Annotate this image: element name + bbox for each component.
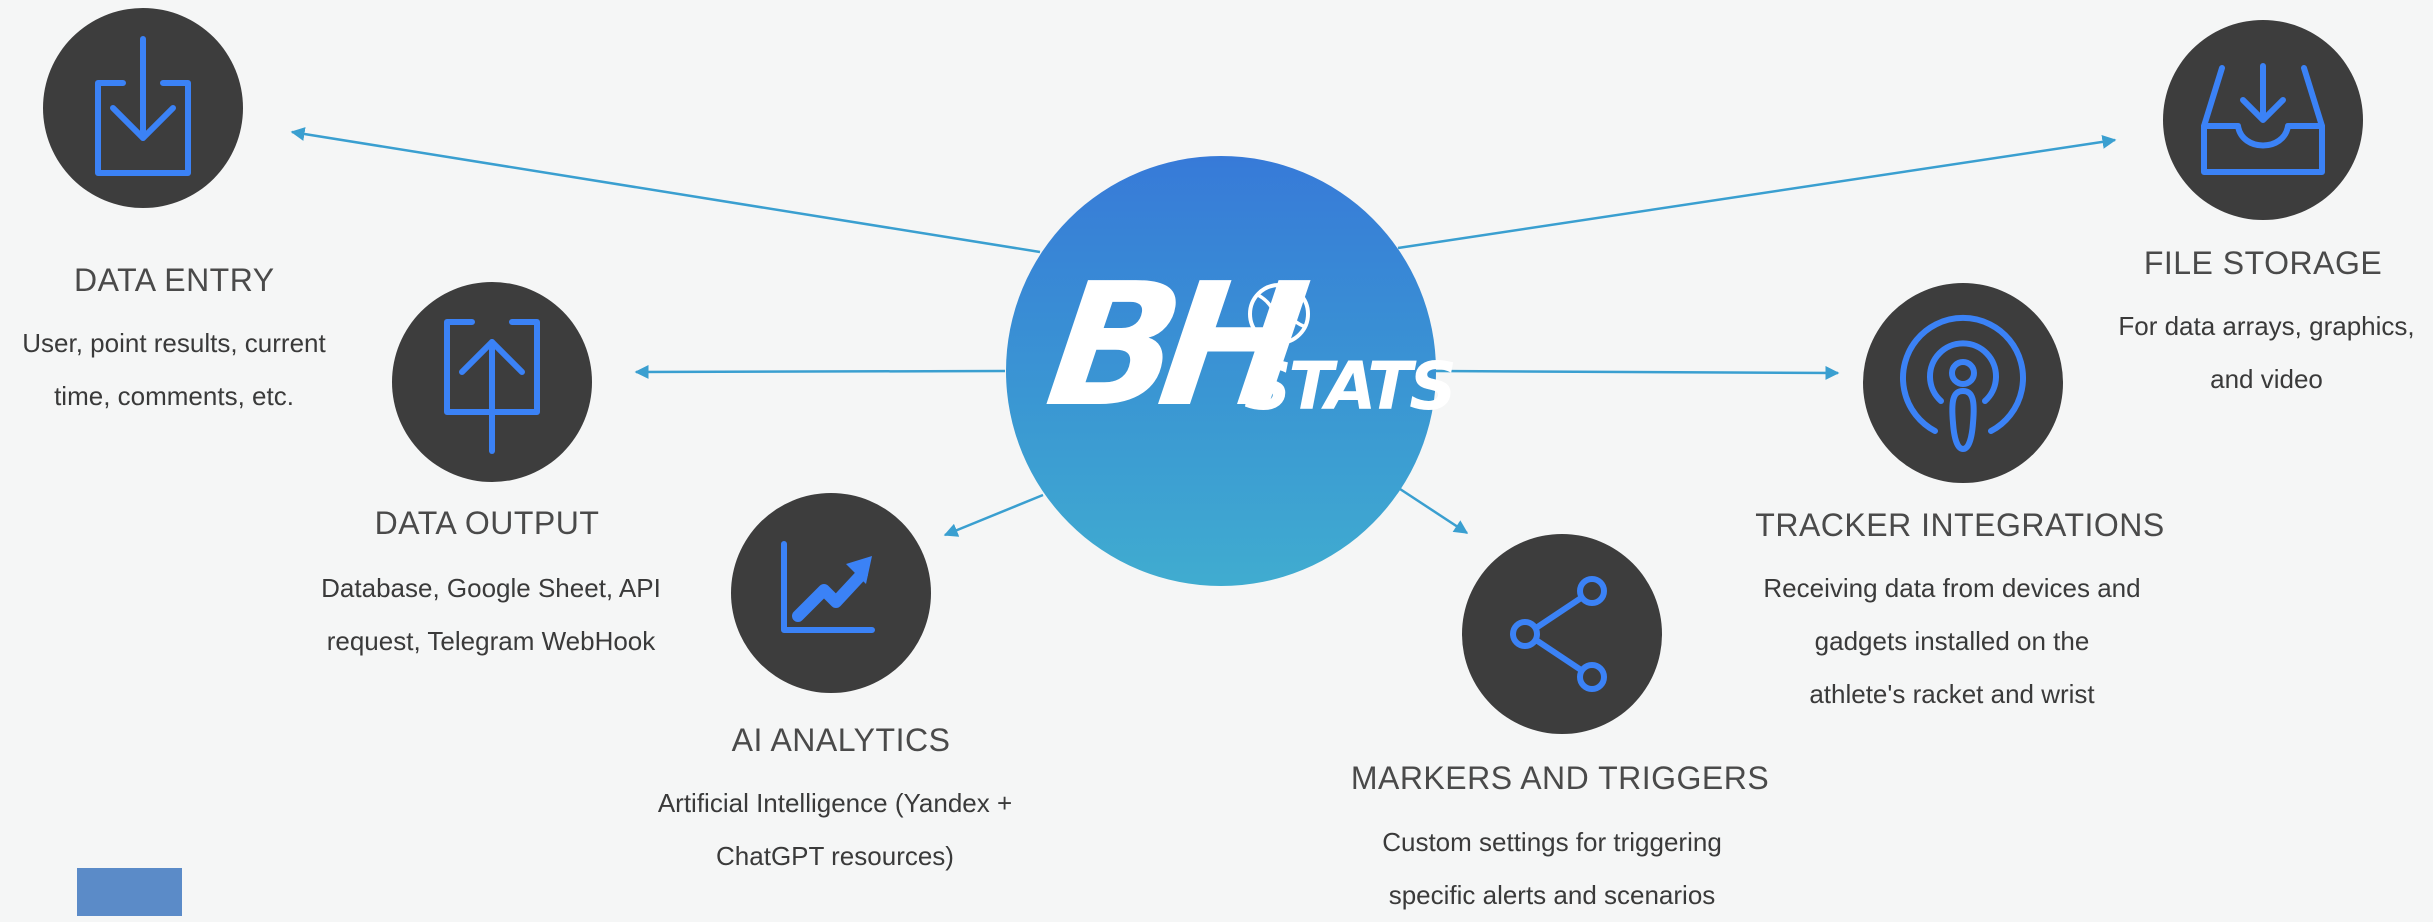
data-output-title: DATA OUTPUT: [374, 505, 600, 541]
data-output-node: [392, 282, 592, 482]
podcast-icon: [1900, 314, 2026, 453]
upload-box-icon: [444, 319, 540, 454]
data-entry-title: DATA ENTRY: [74, 262, 275, 298]
markers-triggers-node: [1462, 534, 1662, 734]
markers-triggers-title: MARKERS AND TRIGGERS: [1350, 760, 1770, 796]
tracker-integrations-title: TRACKER INTEGRATIONS: [1755, 507, 2165, 543]
tennis-ball-icon: [1248, 283, 1310, 345]
bh-stats-hub: BH STATS: [1006, 156, 1457, 586]
markers-triggers-description: Custom settings for triggering specific …: [1382, 827, 1722, 910]
arrow-to-markers: [1399, 487, 1469, 535]
data-output-description: Database, Google Sheet, API request, Tel…: [321, 573, 661, 656]
tracker-integrations-node: [1863, 283, 2063, 483]
file-storage-description: For data arrays, graphics, and video: [2118, 311, 2415, 394]
data-entry-node: [43, 8, 243, 208]
download-box-icon: [95, 36, 191, 176]
share-icon: [1510, 576, 1607, 692]
arrow-to-data-entry: [290, 127, 1041, 254]
arrow-to-ai-analytics: [943, 493, 1044, 537]
inbox-tray-icon: [2201, 63, 2325, 175]
data-entry-description: User, point results, current time, comme…: [22, 328, 326, 411]
file-storage-title: FILE STORAGE: [2143, 245, 2383, 281]
corner-accent-square: [77, 868, 182, 916]
arrow-to-data-output: [634, 364, 1006, 379]
ai-analytics-description: Artificial Intelligence (Yandex + ChatGP…: [657, 788, 1013, 871]
tracker-integrations-description: Receiving data from devices and gadgets …: [1763, 573, 2141, 709]
trend-chart-icon: [781, 541, 875, 633]
ai-analytics-node: [731, 493, 931, 693]
file-storage-node: [2163, 20, 2363, 220]
logo-stats: STATS: [1244, 348, 1457, 425]
arrow-to-tracker: [1435, 365, 1840, 380]
ai-analytics-title: AI ANALYTICS: [731, 722, 951, 758]
arrow-to-file-storage: [1397, 134, 2117, 250]
